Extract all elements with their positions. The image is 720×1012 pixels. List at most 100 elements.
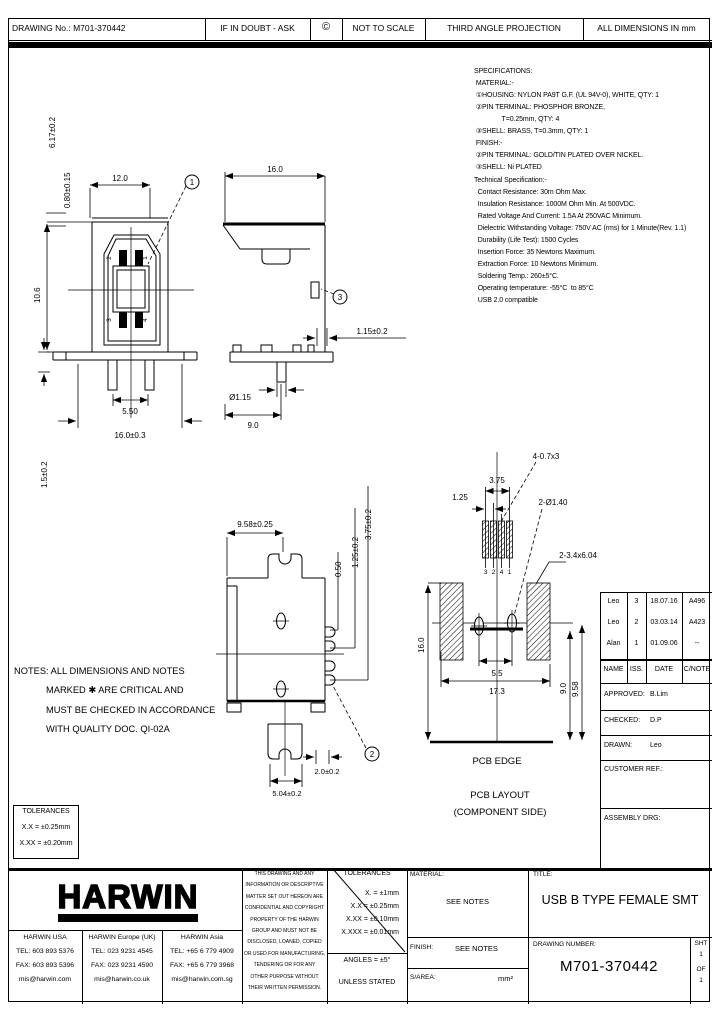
pcb-callout-vias-leader — [513, 508, 543, 617]
rev-table-line — [600, 592, 712, 593]
rev-cell: 03.03.14 — [650, 619, 678, 626]
bottom-view: 9.58±0.25 0.50 1.25±0.2 3.75±0.2 2.0±0.2… — [216, 486, 380, 798]
front-pin4-label: 4 — [142, 318, 149, 322]
legal-line: DISCLOSED, LOANED, COPIED — [247, 939, 322, 946]
note-line: WITH QUALITY DOC. QI-02A — [46, 723, 170, 734]
pcb-dim-958-label: 9.58 — [571, 681, 580, 697]
customer-ref-label: CUSTOMER REF.: — [604, 766, 663, 773]
rev-table-line — [600, 592, 601, 868]
spec-line: SPECIFICATIONS: — [474, 68, 533, 75]
title-block-line — [242, 870, 243, 1004]
tolbox-title: TOLERANCES — [22, 808, 70, 815]
pcb-dim-90-label: 9.0 — [559, 682, 568, 694]
side-dim-115-label: 1.15±0.2 — [356, 327, 388, 336]
side-dim-160-label: 16.0 — [267, 165, 283, 174]
contact-asia-email: mis@harwin.com.sg — [171, 976, 233, 983]
contact-usa-fax: FAX: 603 893 5396 — [15, 962, 75, 969]
pcb-edge-label: PCB EDGE — [472, 756, 521, 767]
tolerances-title: TOLERANCES — [343, 870, 391, 877]
spec-line: Dielectric Withstanding Voltage: 750V AC… — [474, 224, 687, 232]
contact-usa-name: HARWIN USA — [23, 934, 67, 941]
rev-header-cnote: C/NOTE — [683, 666, 711, 673]
front-pins — [119, 250, 143, 328]
legal-line: TENDERING OR FOR ANY — [253, 962, 316, 969]
bottom-dim-ext-right — [330, 486, 369, 681]
finish-label: FINISH: — [410, 944, 434, 951]
sarea-unit: mm² — [498, 974, 513, 983]
note-line: NOTES: ALL DIMENSIONS AND NOTES — [14, 666, 185, 676]
spec-line: Extraction Force: 10 Newtons Minimum. — [474, 260, 599, 268]
rev-cell: 18.07.16 — [650, 598, 678, 605]
balloon1-circle — [184, 174, 200, 190]
front-flange — [52, 351, 198, 361]
bottom-body — [226, 577, 326, 701]
rev-cell: -- — [694, 640, 700, 647]
drawing-number-value: M701-370442 — [559, 958, 659, 975]
bottom-dim-20-label: 2.0±0.2 — [315, 767, 340, 776]
drawn-label: DRAWN: — [604, 742, 633, 749]
tolerance-line: X.XX = ±0.10mm — [345, 916, 399, 923]
contact-asia-fax: FAX: +65 6 779 3968 — [169, 962, 235, 969]
harwin-logo-bar — [58, 914, 198, 922]
front-view: 12.0 1 6.17±0.2 0.80±0.15 10.6 2 1 3 4 5… — [33, 116, 202, 488]
rev-cell: 01.09.06 — [650, 640, 678, 647]
header-divider — [583, 18, 584, 40]
front-dim-ext-1603 — [77, 364, 183, 428]
legal-line: PROPERTY OF THE HARWIN — [250, 916, 319, 923]
rev-table-line — [600, 808, 712, 809]
pcb-dim-173-label: 17.3 — [489, 687, 505, 696]
pcb-callout-holes-label: 4-0.7x3 — [533, 452, 560, 461]
front-dim-1603-label: 16.0±0.3 — [114, 431, 146, 440]
pcb-callout-vias-label: 2-Ø1.40 — [539, 498, 568, 507]
side-body — [222, 224, 326, 352]
contact-europe-tel: TEL: 023 9231 4545 — [91, 948, 153, 955]
front-centerlines — [68, 227, 194, 418]
bottom-dim-125-label: 1.25±0.2 — [351, 536, 360, 568]
legal-line: INFORMATION OR DESCRIPTIVE — [245, 882, 324, 889]
header-divider — [205, 18, 206, 40]
tolerance-unless: UNLESS STATED — [338, 979, 396, 986]
spec-line: Durability (Life Test): 1500 Cycles — [474, 236, 579, 244]
rev-table-line — [600, 659, 712, 661]
rev-cell: Leo — [607, 598, 620, 605]
finish-value: SEE NOTES — [455, 944, 498, 953]
rev-table-line — [627, 592, 628, 683]
legal-line: THIS DRAWING AND ANY — [254, 871, 315, 877]
contact-europe-email: mis@harwin.co.uk — [94, 976, 150, 983]
header-divider — [310, 18, 311, 40]
title-block-line — [407, 968, 528, 969]
approved-value: B.Lim — [650, 691, 668, 698]
legal-line: MATTER SET OUT HEREON ARE — [245, 893, 324, 900]
header-not-to-scale: NOT TO SCALE — [352, 23, 415, 33]
pcb-callout-pads-label: 2-3.4x6.04 — [559, 551, 597, 560]
rev-table-line — [600, 735, 712, 736]
balloon3-label: 3 — [338, 293, 343, 302]
checked-label: CHECKED: — [604, 717, 641, 724]
spec-line: ③SHELL: BRASS, T=0.3mm, QTY: 1 — [474, 128, 589, 136]
note-line: MUST BE CHECKED IN ACCORDANCE — [46, 704, 216, 715]
spec-line: Contact Resistance: 30m Ohm Max. — [474, 188, 587, 196]
pcb-pad-number-2: 2 — [492, 569, 496, 576]
title-label: TITLE: — [533, 871, 553, 878]
side-dim-ticks-115 — [316, 328, 328, 346]
rev-table-line — [600, 760, 712, 761]
pcb-pad-number-1: 1 — [508, 569, 512, 576]
bottom-feet — [226, 702, 326, 713]
header-bottom-line — [8, 40, 712, 41]
front-dim-617-label: 6.17±0.2 — [48, 116, 57, 148]
front-dim-ticks-15 — [38, 351, 50, 373]
tolerance-line: X.X = ±0.25mm — [350, 903, 399, 910]
legal-line: THEIR WRITTEN PERMISSION. — [247, 985, 322, 991]
front-dim-ext-12 — [89, 188, 151, 218]
header-projection: THIRD ANGLE PROJECTION — [447, 23, 561, 33]
drawn-value: Leo — [650, 742, 662, 749]
spec-line: FINISH:- — [474, 140, 503, 148]
spec-line: Technical Specification:- — [474, 176, 547, 184]
front-dim-080-label: 0.80±0.15 — [63, 172, 72, 208]
pcb-pad-centerlines — [485, 487, 510, 568]
rev-header-date: DATE — [654, 666, 674, 673]
bottom-dim-ext-958 — [226, 537, 284, 576]
title-block-line — [690, 937, 691, 1004]
contact-europe-fax: FAX: 023 9231 4590 — [91, 962, 153, 969]
